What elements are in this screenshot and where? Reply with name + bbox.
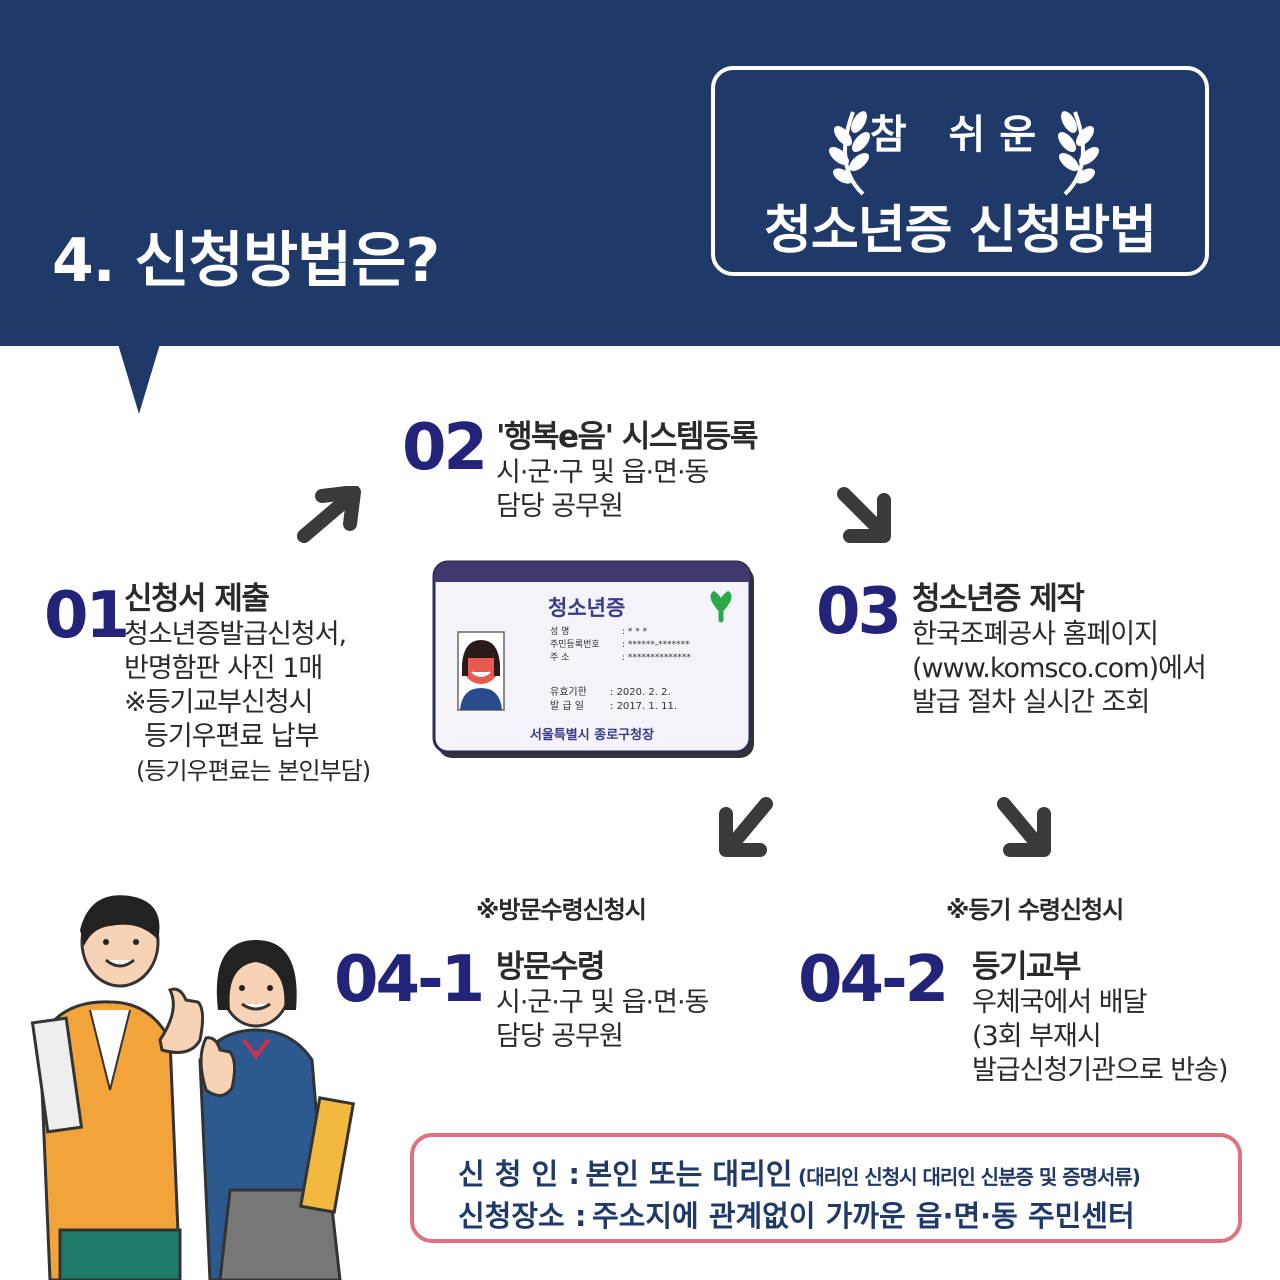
step-01-number: 01 [44,579,130,653]
id-card-date: 유효기한: 2020. 2. 2. [550,687,671,698]
applicant-note: (대리인 신청시 대리인 신분증 및 증명서류) [798,1165,1141,1189]
step-04-2-note: ※등기 수령신청시 [946,896,1124,924]
step-04-2-text: 등기교부 우체국에서 배달 (3회 부재시 발급신청기관으로 반송) [972,948,1229,1088]
step-04-1-line: 담당 공무원 [496,1021,624,1052]
id-card-graphic [432,560,754,758]
step-04-1-note: ※방문수령신청시 [476,896,647,924]
step-03-line: (www.komsco.com)에서 [912,653,1207,684]
step-01-title: 신청서 제출 [124,581,270,617]
step-02-text: '행복e음' 시스템등록 시·군·구 및 읍·면·동 담당 공무원 [496,418,758,524]
step-04-2-line: (3회 부재시 [972,1021,1102,1052]
step-02-line: 시·군·구 및 읍·면·동 [496,457,709,488]
application-info-box: 신 청 인 : 본인 또는 대리인 (대리인 신청시 대리인 신분증 및 증명서… [410,1133,1242,1243]
step-01-line: 청소년증발급신청서, [124,619,347,650]
step-04-2-line: 발급신청기관으로 반송) [972,1055,1229,1086]
step-04-1-number: 04-1 [334,943,485,1017]
step-01-line: ※등기교부신청시 [124,687,314,718]
id-card-dates: 유효기한: 2020. 2. 2. 발 급 일: 2017. 1. 11. [550,686,677,714]
arrow-down-right-icon [837,487,891,543]
id-card-issuer: 서울특별시 종로구청장 [529,728,655,743]
step-04-2-number: 04-2 [798,943,949,1017]
step-04-1-text: 방문수령 시·군·구 및 읍·면·동 담당 공무원 [496,948,709,1054]
step-02-title: '행복e음' 시스템등록 [496,419,758,455]
arrow-down-left-icon [719,797,773,857]
laurel-right-icon [1058,111,1099,196]
id-card-field: 성 명: * * * [550,627,648,637]
id-card-field: 주민등록번호: ******-******* [550,640,690,650]
method-badge: 참 쉬운 청소년증 신청방법 [711,66,1209,276]
applicant-value: 본인 또는 대리인 [585,1157,793,1191]
header-banner [0,0,1280,346]
step-03-line: 한국조폐공사 홈페이지 [912,619,1159,650]
id-card-title: 청소년증 [548,596,626,620]
id-card-field: 주 소: ************** [550,653,691,663]
place-value: 주소지에 관계없이 가까운 읍·면·동 주민센터 [592,1199,1135,1233]
badge-subtitle: 참 쉬운 [869,112,1051,158]
step-04-2-title: 등기교부 [972,949,1082,985]
step-04-1-title: 방문수령 [496,949,606,985]
step-02-number: 02 [402,411,488,485]
step-03-line: 발급 절차 실시간 조회 [912,687,1150,718]
step-04-2-line: 우체국에서 배달 [972,987,1147,1018]
place-line: 신청장소 : 주소지에 관계없이 가까운 읍·면·동 주민센터 [458,1193,1135,1235]
id-card-fields: 성 명: * * * 주민등록번호: ******-******* 주 소: *… [550,626,691,665]
arrow-down-right-icon [997,797,1051,857]
applicant-label: 신 청 인 : [458,1157,580,1191]
step-03-text: 청소년증 제작 한국조폐공사 홈페이지 (www.komsco.com)에서 발… [912,580,1207,720]
badge-title: 청소년증 신청방법 [764,201,1157,261]
arrow-up-right-icon [297,486,361,543]
laurel-left-icon [829,111,870,196]
speech-pointer [118,344,160,414]
step-03-number: 03 [816,575,902,649]
step-01-line: 등기우편료 납부 [144,721,319,752]
students-illustration [30,895,356,1280]
id-card-date: 발 급 일: 2017. 1. 11. [550,701,677,712]
step-03-title: 청소년증 제작 [912,581,1085,617]
place-label: 신청장소 : [458,1199,587,1233]
step-04-1-line: 시·군·구 및 읍·면·동 [496,987,709,1018]
step-01-line: (등기우편료는 본인부담) [136,757,371,785]
step-01-text: 신청서 제출 청소년증발급신청서, 반명함판 사진 1매 ※등기교부신청시 등기… [124,580,371,788]
youth-id-card: 청소년증 성 명: * * * 주민등록번호: ******-******* 주… [432,560,758,760]
step-02-line: 담당 공무원 [496,491,624,522]
applicant-line: 신 청 인 : 본인 또는 대리인 (대리인 신청시 대리인 신분증 및 증명서… [458,1151,1141,1193]
page-title: 4. 신청방법은? [52,226,440,296]
step-01-line: 반명함판 사진 1매 [124,653,323,684]
